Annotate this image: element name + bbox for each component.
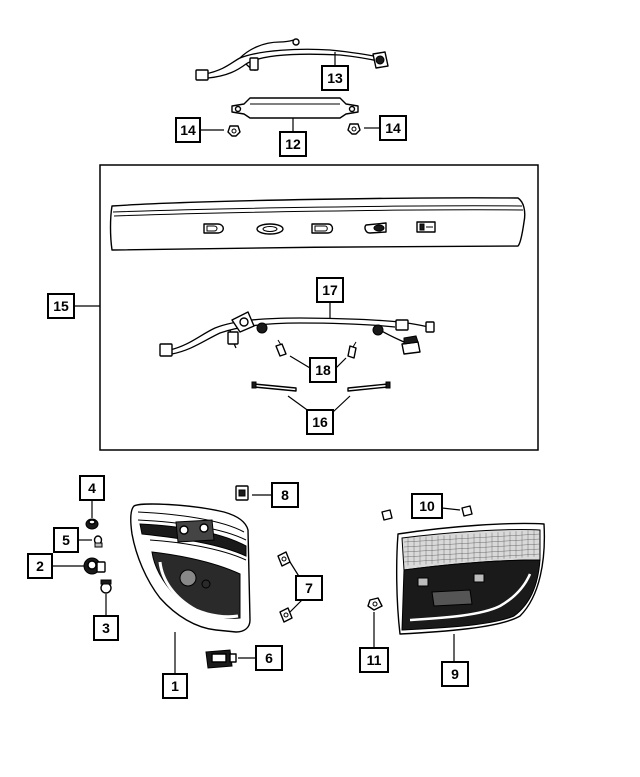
- kit-frame: [99, 164, 539, 451]
- center-high-mount-lamp: [231, 97, 359, 119]
- lens-grid-line: [403, 553, 541, 563]
- callout-5: 5: [62, 532, 70, 548]
- push-pin-7-upper: [277, 551, 291, 567]
- tail-lamp-left: [129, 503, 251, 633]
- nut-11: [367, 597, 383, 611]
- liftgate-lamp-right: [396, 522, 546, 635]
- callout-8: 8: [281, 487, 289, 503]
- callout-11-box: [359, 647, 389, 673]
- callout-13: 13: [327, 70, 343, 86]
- wiring-harness-upper: [195, 38, 389, 81]
- clip-8: [235, 485, 249, 501]
- callout-16: 16: [312, 414, 328, 430]
- callout-17: 17: [322, 282, 338, 298]
- bulb-3: [100, 579, 112, 594]
- callout-14b-box: [379, 115, 407, 141]
- callout-15: 15: [53, 298, 69, 314]
- callout-7-box: [295, 575, 323, 601]
- callout-9: 9: [451, 666, 459, 682]
- push-pin-10-right: [461, 505, 473, 517]
- lens-slot-2: [256, 223, 284, 235]
- callout-4-box: [79, 475, 105, 501]
- callout-15-box: [47, 293, 75, 319]
- callout-6-box: [255, 645, 283, 671]
- callout-5-box: [53, 527, 79, 553]
- lens-grid-line: [403, 543, 541, 553]
- lens-grid-line: [403, 548, 541, 558]
- callout-14a: 14: [180, 122, 196, 138]
- lens-slot-3: [311, 223, 334, 234]
- bulb-18-right: [347, 341, 357, 359]
- callout-6: 6: [265, 650, 273, 666]
- callout-1-box: [162, 673, 188, 699]
- lens-grid-line: [403, 538, 541, 548]
- callout-17-box: [316, 277, 344, 303]
- callout-14a-box: [175, 117, 201, 143]
- callout-7: 7: [305, 580, 313, 596]
- nut-left: [227, 125, 241, 137]
- bulb-5: [93, 535, 103, 548]
- seal-strip-left: [251, 381, 297, 392]
- push-pin-7-lower: [279, 607, 293, 623]
- callout-11: 11: [367, 652, 382, 668]
- bulb-18-left: [275, 339, 287, 357]
- callout-18-box: [309, 357, 337, 383]
- callout-3-box: [93, 615, 119, 641]
- callout-13-box: [321, 65, 349, 91]
- socket-2: [83, 557, 106, 575]
- callout-9-box: [441, 661, 469, 687]
- seal-strip-right: [347, 381, 391, 392]
- callout-3: 3: [102, 620, 110, 636]
- callout-1: 1: [171, 678, 179, 694]
- callout-10: 10: [419, 498, 435, 514]
- callout-2: 2: [36, 558, 44, 574]
- callout-16-box: [306, 409, 334, 435]
- nut-right: [347, 123, 361, 135]
- lens-slot-4: [364, 222, 387, 234]
- push-pin-10-left: [381, 509, 393, 521]
- lens-grid: [401, 528, 541, 571]
- callout-10-box: [411, 493, 443, 519]
- lens-grid-line: [403, 533, 541, 543]
- lens-slot-5: [416, 221, 436, 233]
- wiring-harness-lower: [159, 311, 435, 357]
- callout-12: 12: [285, 136, 301, 152]
- callout-2-box: [27, 553, 53, 579]
- tail-lamp-bar: [109, 197, 526, 251]
- callout-4: 4: [88, 480, 96, 496]
- module-6: [205, 649, 237, 669]
- callout-18: 18: [315, 362, 331, 378]
- callout-12-box: [279, 131, 307, 157]
- socket-4: [85, 518, 99, 530]
- lens-slot-1: [203, 223, 224, 234]
- callout-8-box: [271, 482, 299, 508]
- callout-14b: 14: [385, 120, 401, 136]
